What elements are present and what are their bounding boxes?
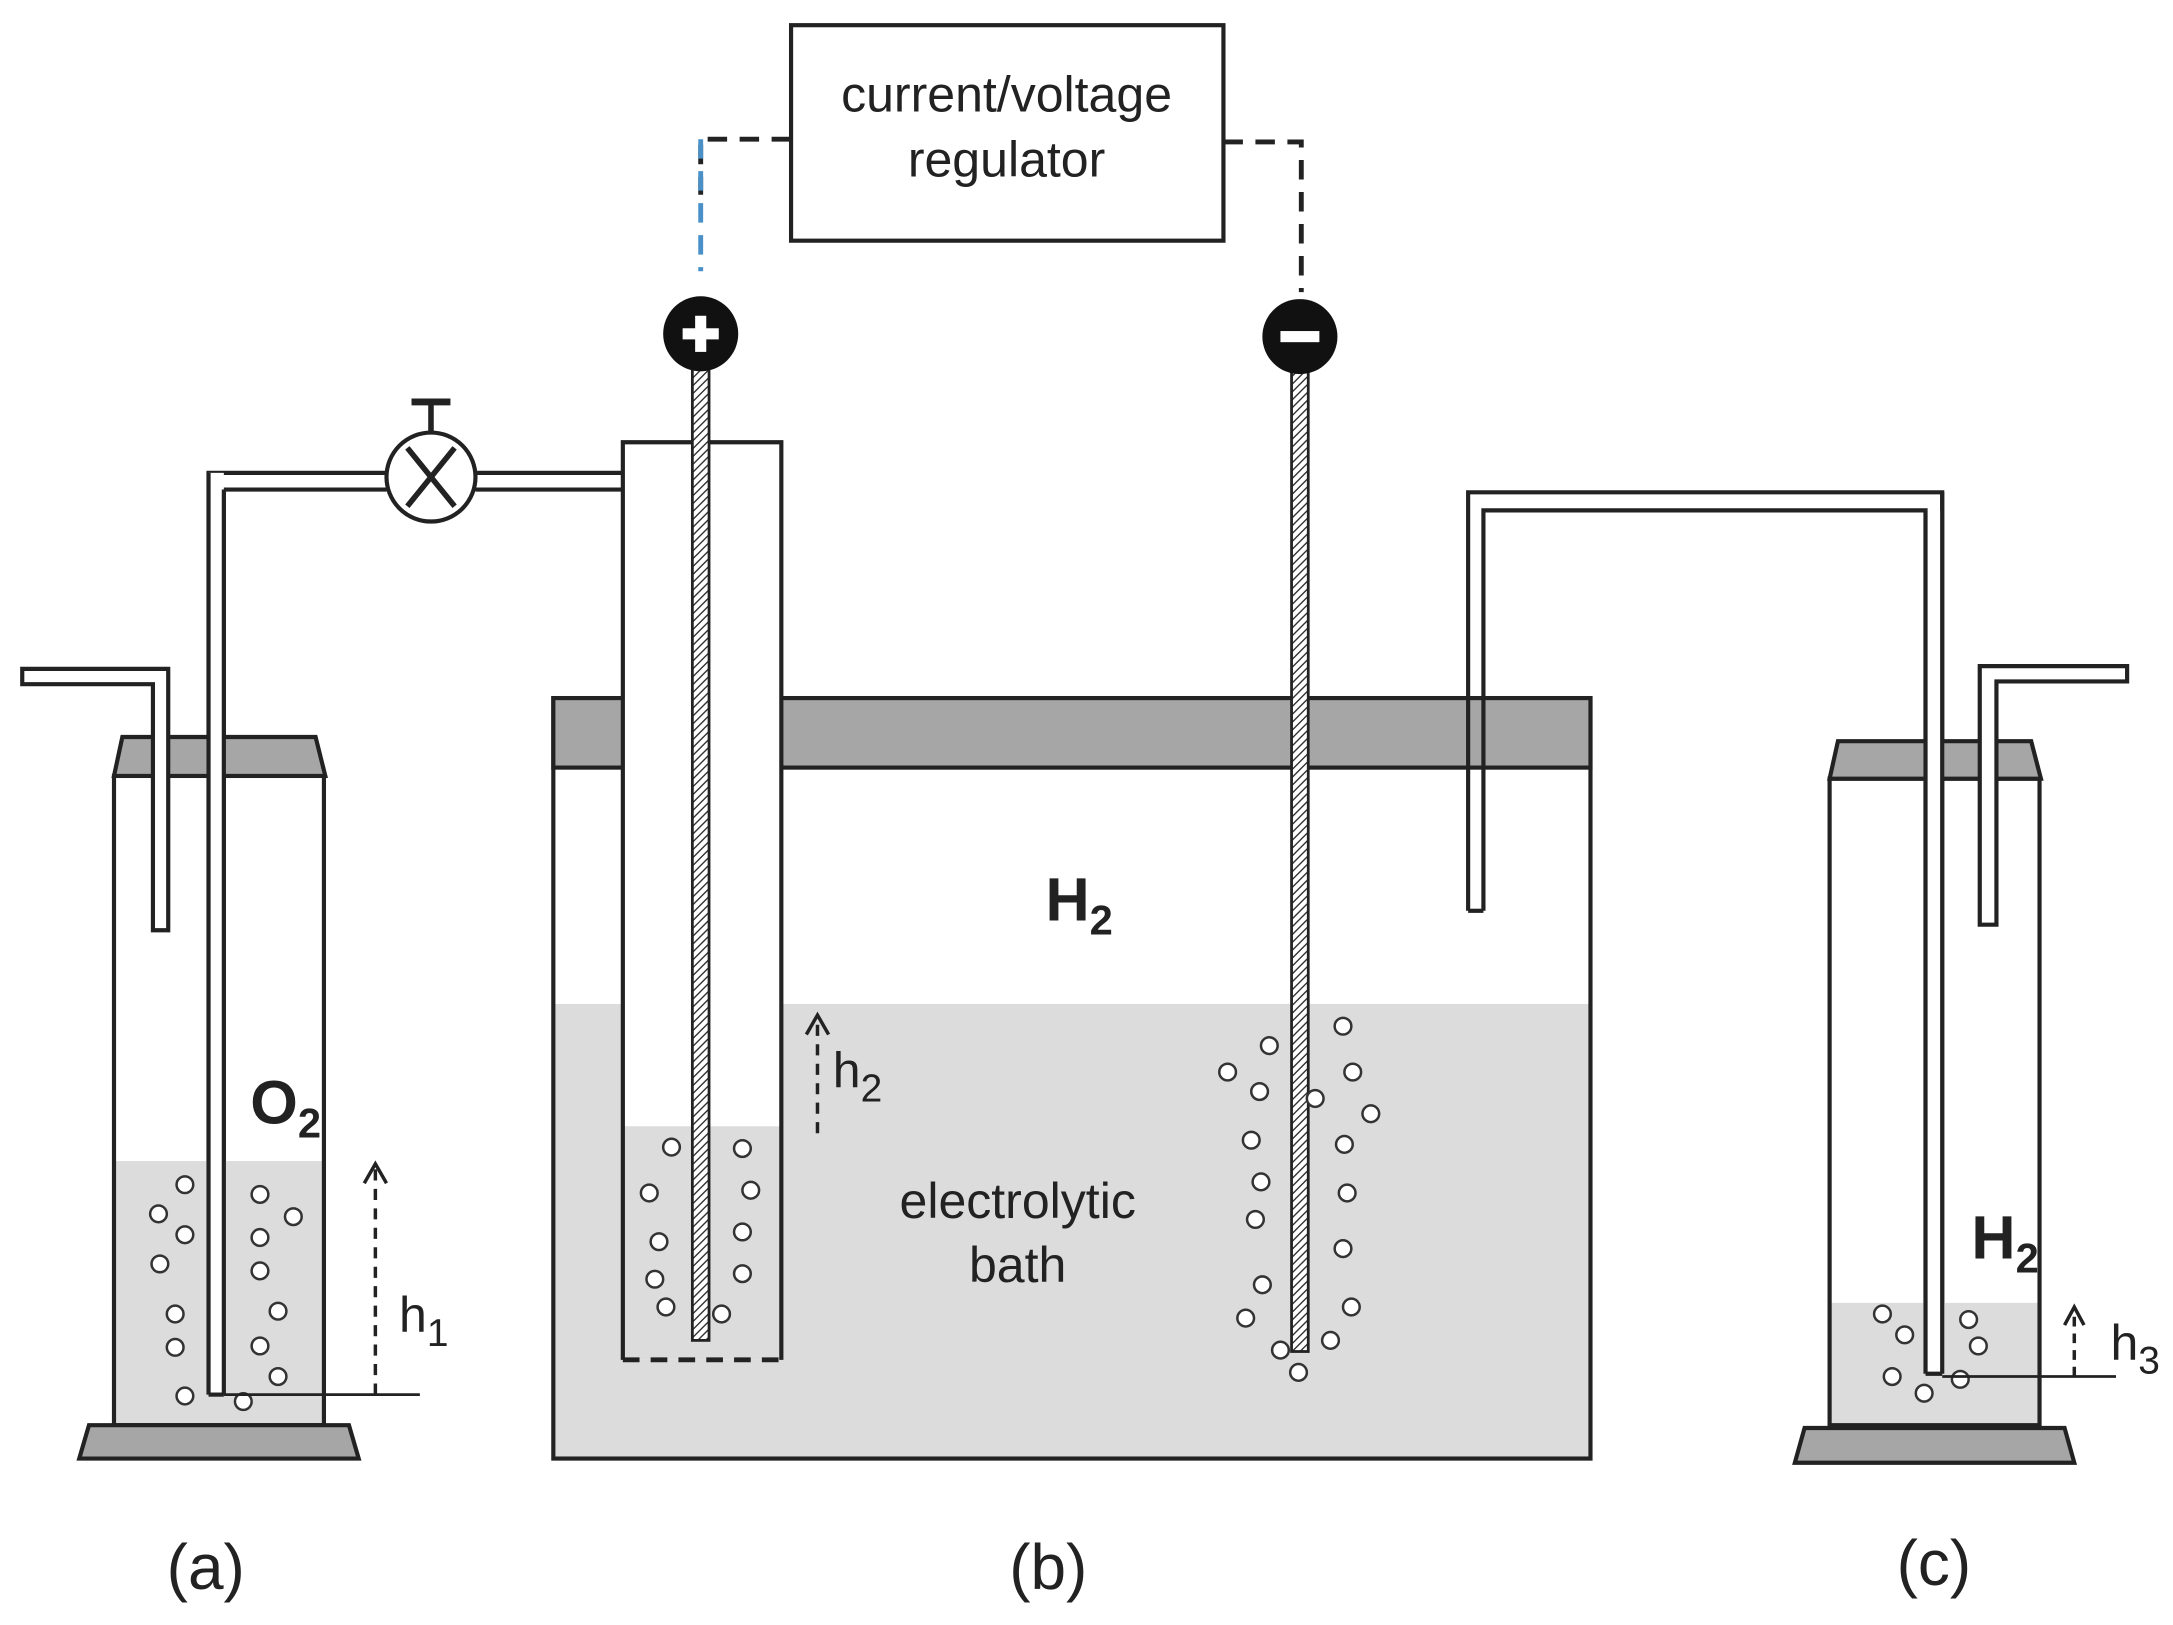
- regulator-box: current/voltage regulator: [788, 23, 1226, 243]
- bath-label-line1: electrolytic: [900, 1173, 1136, 1229]
- outlet-pipe-a: [20, 666, 171, 933]
- height-arrow-h1: [362, 1160, 389, 1395]
- wire-cathode: [1223, 139, 1304, 293]
- outlet-pipe-c: [1977, 664, 2130, 927]
- anode-bubbles: [639, 1137, 761, 1324]
- height-arrow-h3: [2063, 1303, 2086, 1377]
- gas-label-b: H2: [1045, 866, 1112, 944]
- height-label-h1: h1: [399, 1287, 448, 1355]
- vessel-c-bubbles: [1872, 1304, 1988, 1403]
- valve-icon[interactable]: [384, 398, 478, 524]
- wire-anode: [698, 136, 792, 272]
- height-arrow-h2: [804, 1011, 831, 1134]
- vessel-a-bubbles: [148, 1175, 303, 1412]
- regulator-label-line2: regulator: [908, 132, 1105, 188]
- anode-electrode: [663, 296, 739, 1342]
- caption-c: (c): [1897, 1527, 1972, 1599]
- regulator-label-line1: current/voltage: [841, 66, 1172, 122]
- cathode-electrode: [1262, 299, 1338, 1353]
- vessel-a-base: [76, 1423, 362, 1461]
- caption-a: (a): [167, 1531, 245, 1603]
- gas-label-c: H2: [1971, 1203, 2038, 1281]
- inlet-pipe-a: [206, 472, 226, 1397]
- vessel-c-base: [1792, 1425, 2078, 1465]
- caption-b: (b): [1009, 1531, 1087, 1603]
- gas-label-a: O2: [250, 1069, 321, 1147]
- height-label-h3: h3: [2110, 1315, 2159, 1383]
- inlet-pipe-c: [1923, 492, 1945, 1376]
- minus-sign-icon: [1280, 331, 1320, 343]
- height-label-h2: h2: [833, 1042, 882, 1110]
- cathode-bubbles: [1218, 1016, 1381, 1382]
- bath-label-line2: bath: [969, 1237, 1066, 1293]
